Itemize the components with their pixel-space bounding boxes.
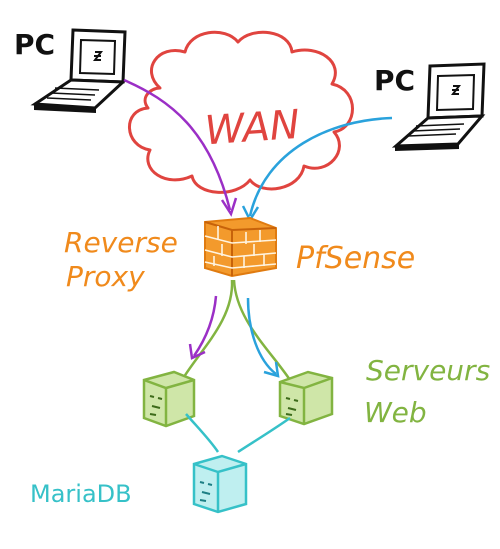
pfsense-label: PfSense <box>296 241 415 276</box>
pc-right-label: PC <box>374 64 415 97</box>
server-icon <box>278 370 334 426</box>
database-server-icon <box>192 454 248 514</box>
arrow-left-pc <box>123 78 232 211</box>
wan-label: WAN <box>203 102 301 155</box>
wan-cloud-icon <box>128 30 354 194</box>
laptop-icon <box>30 28 127 114</box>
arrow-head-icon <box>263 361 280 378</box>
link-firewall-server-right <box>232 279 292 381</box>
arrow-head-icon <box>188 343 206 360</box>
reverse-proxy-label: Reverse Proxy <box>64 226 187 293</box>
mariadb-label: MariaDB <box>30 480 132 508</box>
servers-web-label: Serveurs Web <box>364 354 499 429</box>
laptop-icon <box>391 62 486 152</box>
arrow-right-pc <box>248 116 393 217</box>
server-icon <box>142 370 196 428</box>
arrow-to-server-right <box>246 297 277 375</box>
arrow-head-icon <box>220 197 238 217</box>
pc-left-label: PC <box>14 28 55 61</box>
firewall-icon <box>204 216 277 278</box>
link-server-right-db <box>237 416 291 454</box>
link-server-left-db <box>185 413 220 453</box>
link-firewall-server-left <box>180 279 234 381</box>
arrow-to-server-left <box>192 295 218 357</box>
